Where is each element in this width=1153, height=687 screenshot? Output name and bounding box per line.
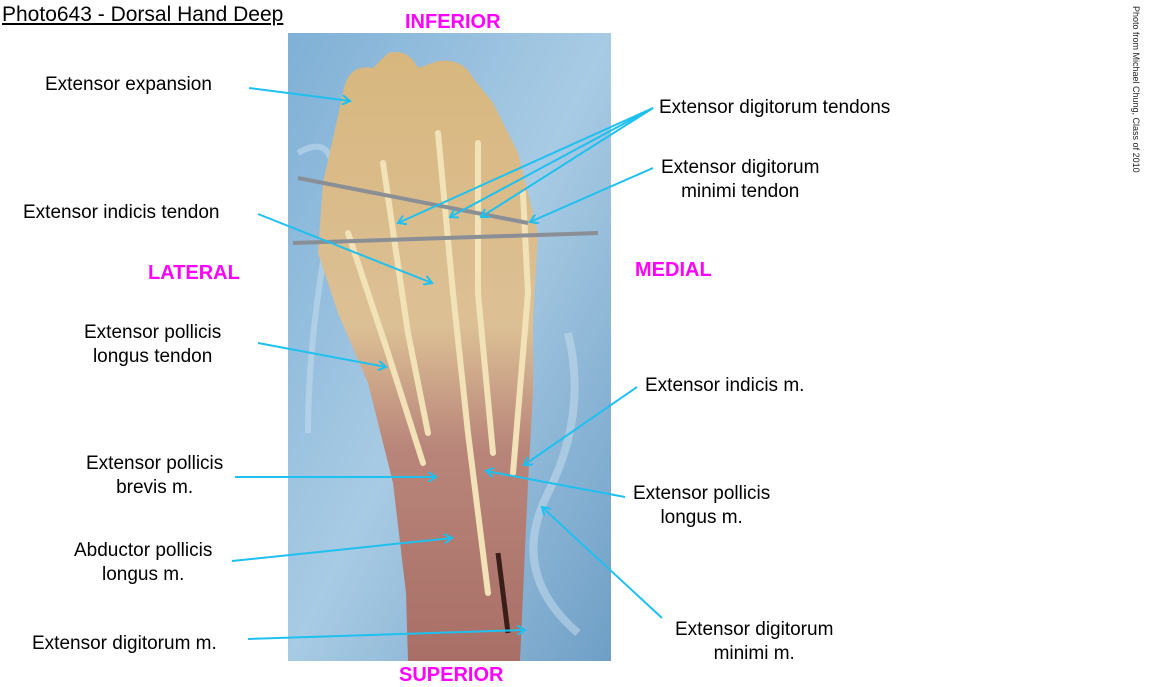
label-extensor-digitorum-tendons: Extensor digitorum tendons [659, 97, 891, 118]
label-extensor-indicis-tendon: Extensor indicis tendon [23, 202, 220, 223]
orientation-medial: MEDIAL [635, 259, 712, 281]
dissection-photo [288, 33, 611, 661]
label-extensor-digitorum-m: Extensor digitorum m. [32, 633, 217, 654]
orientation-superior: SUPERIOR [399, 664, 504, 686]
orientation-inferior: INFERIOR [405, 11, 501, 33]
hand-dissection-illustration [288, 33, 611, 661]
orientation-lateral: LATERAL [148, 262, 240, 284]
label-extensor-expansion: Extensor expansion [45, 74, 212, 95]
photo-credit: Photo from Michael Chung, Class of 2010 [1131, 6, 1141, 173]
page-title: Photo643 - Dorsal Hand Deep [2, 3, 284, 26]
label-extensor-indicis-m: Extensor indicis m. [645, 375, 805, 396]
